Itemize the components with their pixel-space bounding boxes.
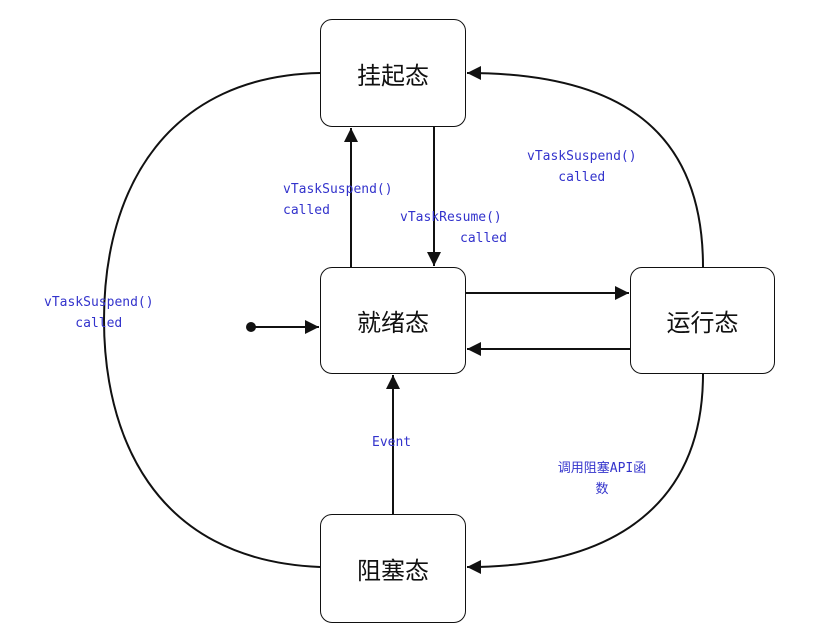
edge-blocked-to-suspended — [102, 72, 321, 568]
label-blocked-to-suspended: vTaskSuspend() called — [44, 292, 154, 334]
state-ready-label: 就绪态 — [357, 309, 429, 337]
label-line: vTaskSuspend() — [527, 149, 637, 164]
label-line: called — [283, 203, 330, 218]
state-running: 运行态 — [630, 267, 775, 374]
label-suspended-to-ready: vTaskResume() called — [400, 207, 507, 249]
label-line: called — [75, 316, 123, 331]
label-line: vTaskSuspend() — [283, 182, 393, 197]
label-line: vTaskResume() — [400, 210, 502, 225]
label-line: called — [558, 170, 606, 185]
state-blocked: 阻塞态 — [320, 514, 466, 623]
state-suspended-label: 挂起态 — [357, 61, 429, 90]
label-ready-to-suspended: vTaskSuspend() called — [283, 179, 393, 221]
edge-running-to-suspended — [466, 66, 704, 268]
label-line: 数 — [595, 482, 609, 497]
label-running-to-blocked: 调用阻塞API函 数 — [548, 458, 656, 500]
label-running-to-suspended: vTaskSuspend() called — [527, 146, 637, 188]
edge-running-to-blocked — [466, 373, 704, 574]
state-suspended: 挂起态 — [320, 19, 466, 127]
state-ready: 就绪态 — [320, 267, 466, 374]
label-blocked-to-ready: Event — [372, 435, 412, 450]
label-line: vTaskSuspend() — [44, 295, 154, 310]
label-line: called — [460, 231, 507, 246]
state-blocked-label: 阻塞态 — [357, 557, 429, 585]
state-running-label: 运行态 — [666, 309, 739, 337]
label-line: 调用阻塞API函 — [557, 461, 647, 476]
